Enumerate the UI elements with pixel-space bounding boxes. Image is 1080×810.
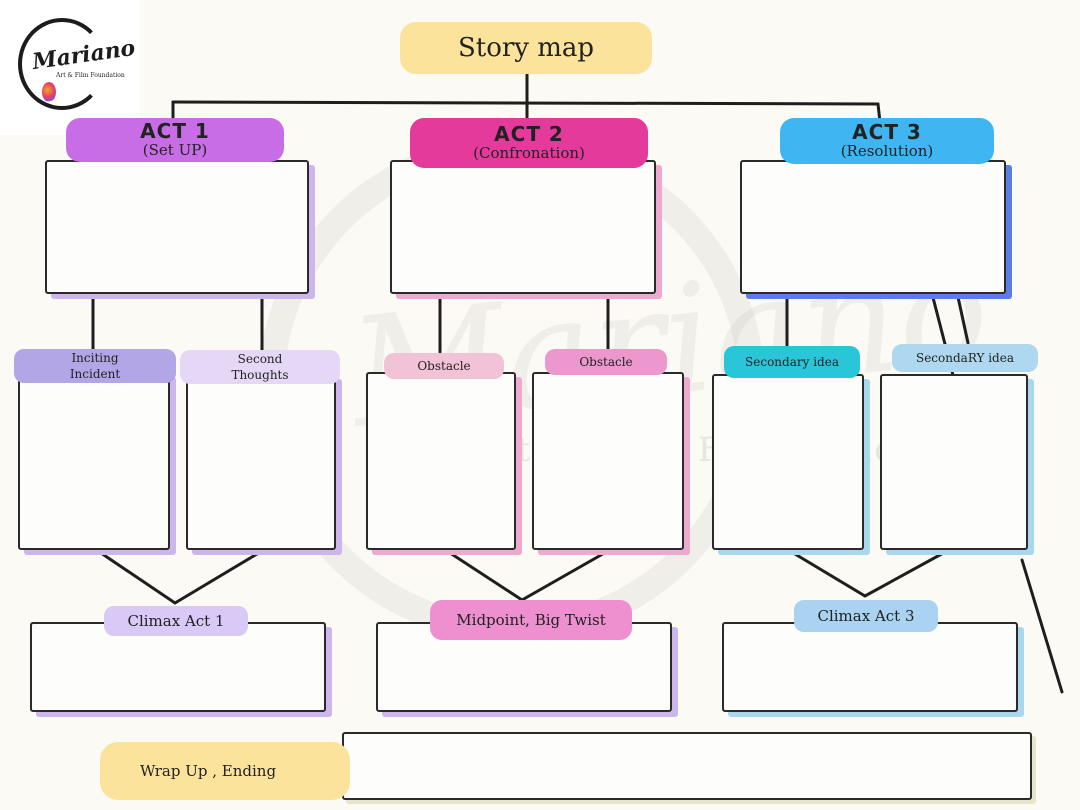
climax-act3-label: Climax Act 3	[794, 600, 938, 632]
secondary-idea-1-label: Secondary idea	[724, 346, 860, 378]
secondary-idea-1-text: Secondary idea	[745, 355, 839, 369]
secondary-idea-2-box[interactable]	[880, 374, 1028, 550]
act1-header: ACT 1 (Set UP)	[66, 118, 284, 162]
act1-title: ACT 1	[140, 119, 210, 143]
obstacle-1-text: Obstacle	[417, 359, 471, 373]
obstacle-1-box[interactable]	[366, 372, 516, 550]
climax-act1-label: Climax Act 1	[104, 606, 248, 636]
inciting-incident-box[interactable]	[18, 372, 170, 550]
act1-subtitle: (Set UP)	[142, 141, 208, 159]
act2-title: ACT 2	[494, 122, 564, 146]
act3-subtitle: (Resolution)	[840, 142, 934, 160]
climax-act3-text: Climax Act 3	[817, 607, 915, 625]
act3-right-link	[956, 295, 970, 345]
midpoint-label: Midpoint, Big Twist	[430, 600, 632, 640]
act3-title: ACT 3	[852, 120, 922, 144]
second-thoughts-box[interactable]	[186, 374, 336, 550]
act2-subtitle: (Confronation)	[473, 144, 585, 162]
climax-act3-box[interactable]	[722, 622, 1018, 712]
obstacle-1-label: Obstacle	[384, 353, 504, 379]
second-thoughts-label: Second Thoughts	[180, 350, 340, 384]
logo-paint-splash	[42, 82, 56, 102]
obstacle-2-box[interactable]	[532, 372, 684, 550]
obstacle-2-text: Obstacle	[579, 355, 633, 369]
logo-subtitle: Art & Film Foundation	[56, 72, 125, 79]
secondary-idea-2-label: SecondaRY idea	[892, 344, 1038, 372]
secondary-idea-2-text: SecondaRY idea	[915, 351, 1014, 365]
act1-v	[96, 549, 264, 605]
inciting-incident-label: Inciting Incident	[14, 349, 176, 383]
ending-text: Wrap Up , Ending	[140, 762, 277, 780]
secondary-idea-1-box[interactable]	[712, 374, 864, 550]
act2-box[interactable]	[390, 160, 656, 294]
obstacle-2-label: Obstacle	[545, 349, 667, 375]
ending-box[interactable]	[342, 732, 1032, 800]
act2-header: ACT 2 (Confronation)	[410, 118, 648, 168]
act3-header: ACT 3 (Resolution)	[780, 118, 994, 164]
climax-act1-box[interactable]	[30, 622, 326, 712]
midpoint-text: Midpoint, Big Twist	[456, 611, 606, 629]
inciting-incident-text: Inciting Incident	[69, 351, 121, 381]
diagonal-stroke-lower	[1020, 558, 1064, 694]
act1-box[interactable]	[45, 160, 309, 294]
ending-label: Wrap Up , Ending	[100, 742, 350, 800]
climax-act1-text: Climax Act 1	[127, 612, 225, 630]
story-map-title: Story map	[400, 22, 652, 74]
second-thoughts-text: Second Thoughts	[231, 352, 289, 382]
act3-v	[788, 549, 949, 598]
logo: Mariano Art & Film Foundation	[0, 0, 140, 135]
logo-ring	[18, 18, 106, 110]
act2-v	[445, 549, 610, 602]
act3-box[interactable]	[740, 160, 1006, 294]
story-map-title-text: Story map	[457, 33, 595, 63]
